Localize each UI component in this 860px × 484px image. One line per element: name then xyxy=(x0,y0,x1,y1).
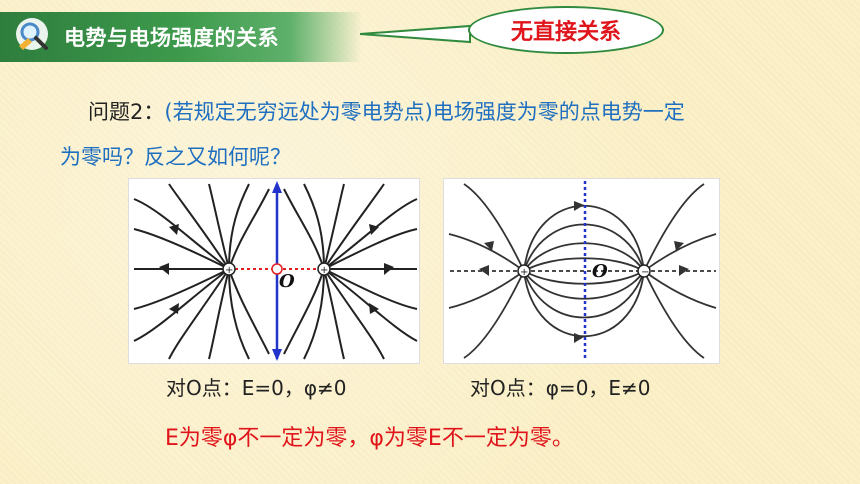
svg-text:+: + xyxy=(320,265,328,276)
svg-text:−: − xyxy=(641,267,649,278)
page-title: 电势与电场强度的关系 xyxy=(64,26,279,50)
point-o-label-fig1: O xyxy=(279,271,295,292)
question-label: 问题2： xyxy=(88,100,165,124)
callout-bubble: 无直接关系 xyxy=(468,6,664,54)
svg-text:+: + xyxy=(225,265,233,276)
caption-fig1: 对O点：E=0，φ≠0 xyxy=(166,376,347,400)
question-text-line2: 为零吗？反之又如何呢？ xyxy=(60,145,291,169)
magnifier-icon xyxy=(16,18,48,50)
caption-fig2: 对O点：φ=0，E≠0 xyxy=(470,376,651,400)
question-text-line1: (若规定无穷远处为零电势点)电场强度为零的点电势一定 xyxy=(164,100,685,124)
question-block: 问题2：(若规定无穷远处为零电势点)电场强度为零的点电势一定 为零吗？反之又如何… xyxy=(60,90,830,180)
point-o-label-fig2: O xyxy=(592,261,608,282)
svg-text:+: + xyxy=(520,267,528,278)
field-lines-like-charges: + + O xyxy=(128,178,420,364)
callout-pointer xyxy=(360,24,471,44)
callout-text: 无直接关系 xyxy=(510,20,621,45)
field-lines-opposite-charges: + − O xyxy=(443,178,720,364)
title-bar xyxy=(0,12,362,62)
conclusion-text: E为零φ不一定为零，φ为零E不一定为零。 xyxy=(165,426,574,451)
